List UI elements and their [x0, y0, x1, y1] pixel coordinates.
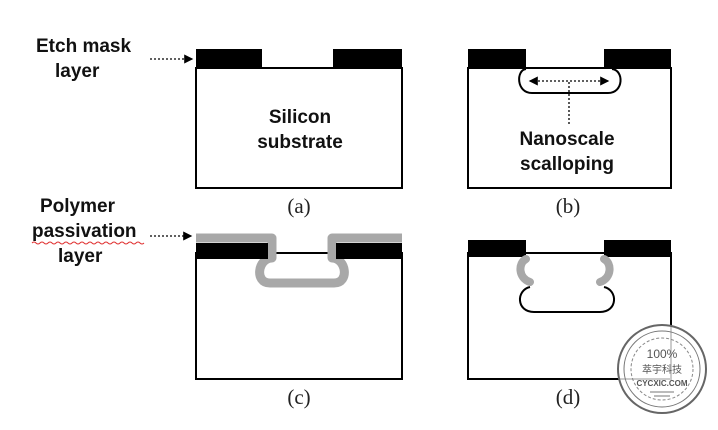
panel-c: (c)	[195, 233, 403, 409]
watermark-stamp: 100% 萃宇科技 CYCXIC.COM	[617, 324, 707, 414]
silicon-substrate-a	[195, 67, 403, 189]
polymer-passivation-layer	[196, 233, 402, 288]
silicon-label-line1: Silicon	[269, 107, 331, 128]
etch-mask-right-d	[604, 240, 671, 257]
etch-mask-right-c	[336, 243, 402, 259]
polymer-label-line3: layer	[58, 246, 103, 267]
sidewall-polymer-right	[596, 255, 614, 286]
etch-mask-right-b	[604, 49, 671, 69]
sidewall-polymer-left	[516, 255, 534, 286]
etched-cavity-d	[519, 286, 615, 313]
watermark-top: 100%	[647, 347, 678, 361]
panel-b: Nanoscale scalloping (b)	[467, 49, 672, 218]
caption-c: (c)	[287, 385, 310, 409]
etch-mask-left-c	[196, 243, 268, 259]
etch-mask-label-line2: layer	[55, 61, 100, 82]
panel-a: Silicon substrate (a)	[195, 49, 403, 218]
silicon-label-line2: substrate	[257, 132, 343, 153]
caption-b: (b)	[556, 194, 581, 218]
etch-mask-right-a	[333, 49, 402, 69]
etch-mask-left-b	[468, 49, 526, 69]
etch-mask-annotation: Etch mask layer	[36, 36, 194, 82]
nanoscale-label-line2: scalloping	[520, 154, 614, 175]
silicon-substrate-c	[195, 252, 403, 380]
spellcheck-underline	[31, 241, 145, 245]
watermark-bottom: CYCXIC.COM	[636, 379, 687, 388]
polymer-label-line1: Polymer	[40, 196, 116, 217]
nanoscale-label-line1: Nanoscale	[519, 129, 614, 150]
polymer-label-line2: passivation	[32, 221, 137, 242]
caption-a: (a)	[287, 194, 310, 218]
polymer-annotation: Polymer passivation layer	[31, 196, 193, 267]
caption-d: (d)	[556, 385, 581, 409]
etch-mask-left-d	[468, 240, 526, 257]
watermark-middle: 萃宇科技	[642, 363, 682, 376]
etch-mask-label-line1: Etch mask	[36, 36, 131, 57]
etch-mask-left-a	[196, 49, 262, 69]
